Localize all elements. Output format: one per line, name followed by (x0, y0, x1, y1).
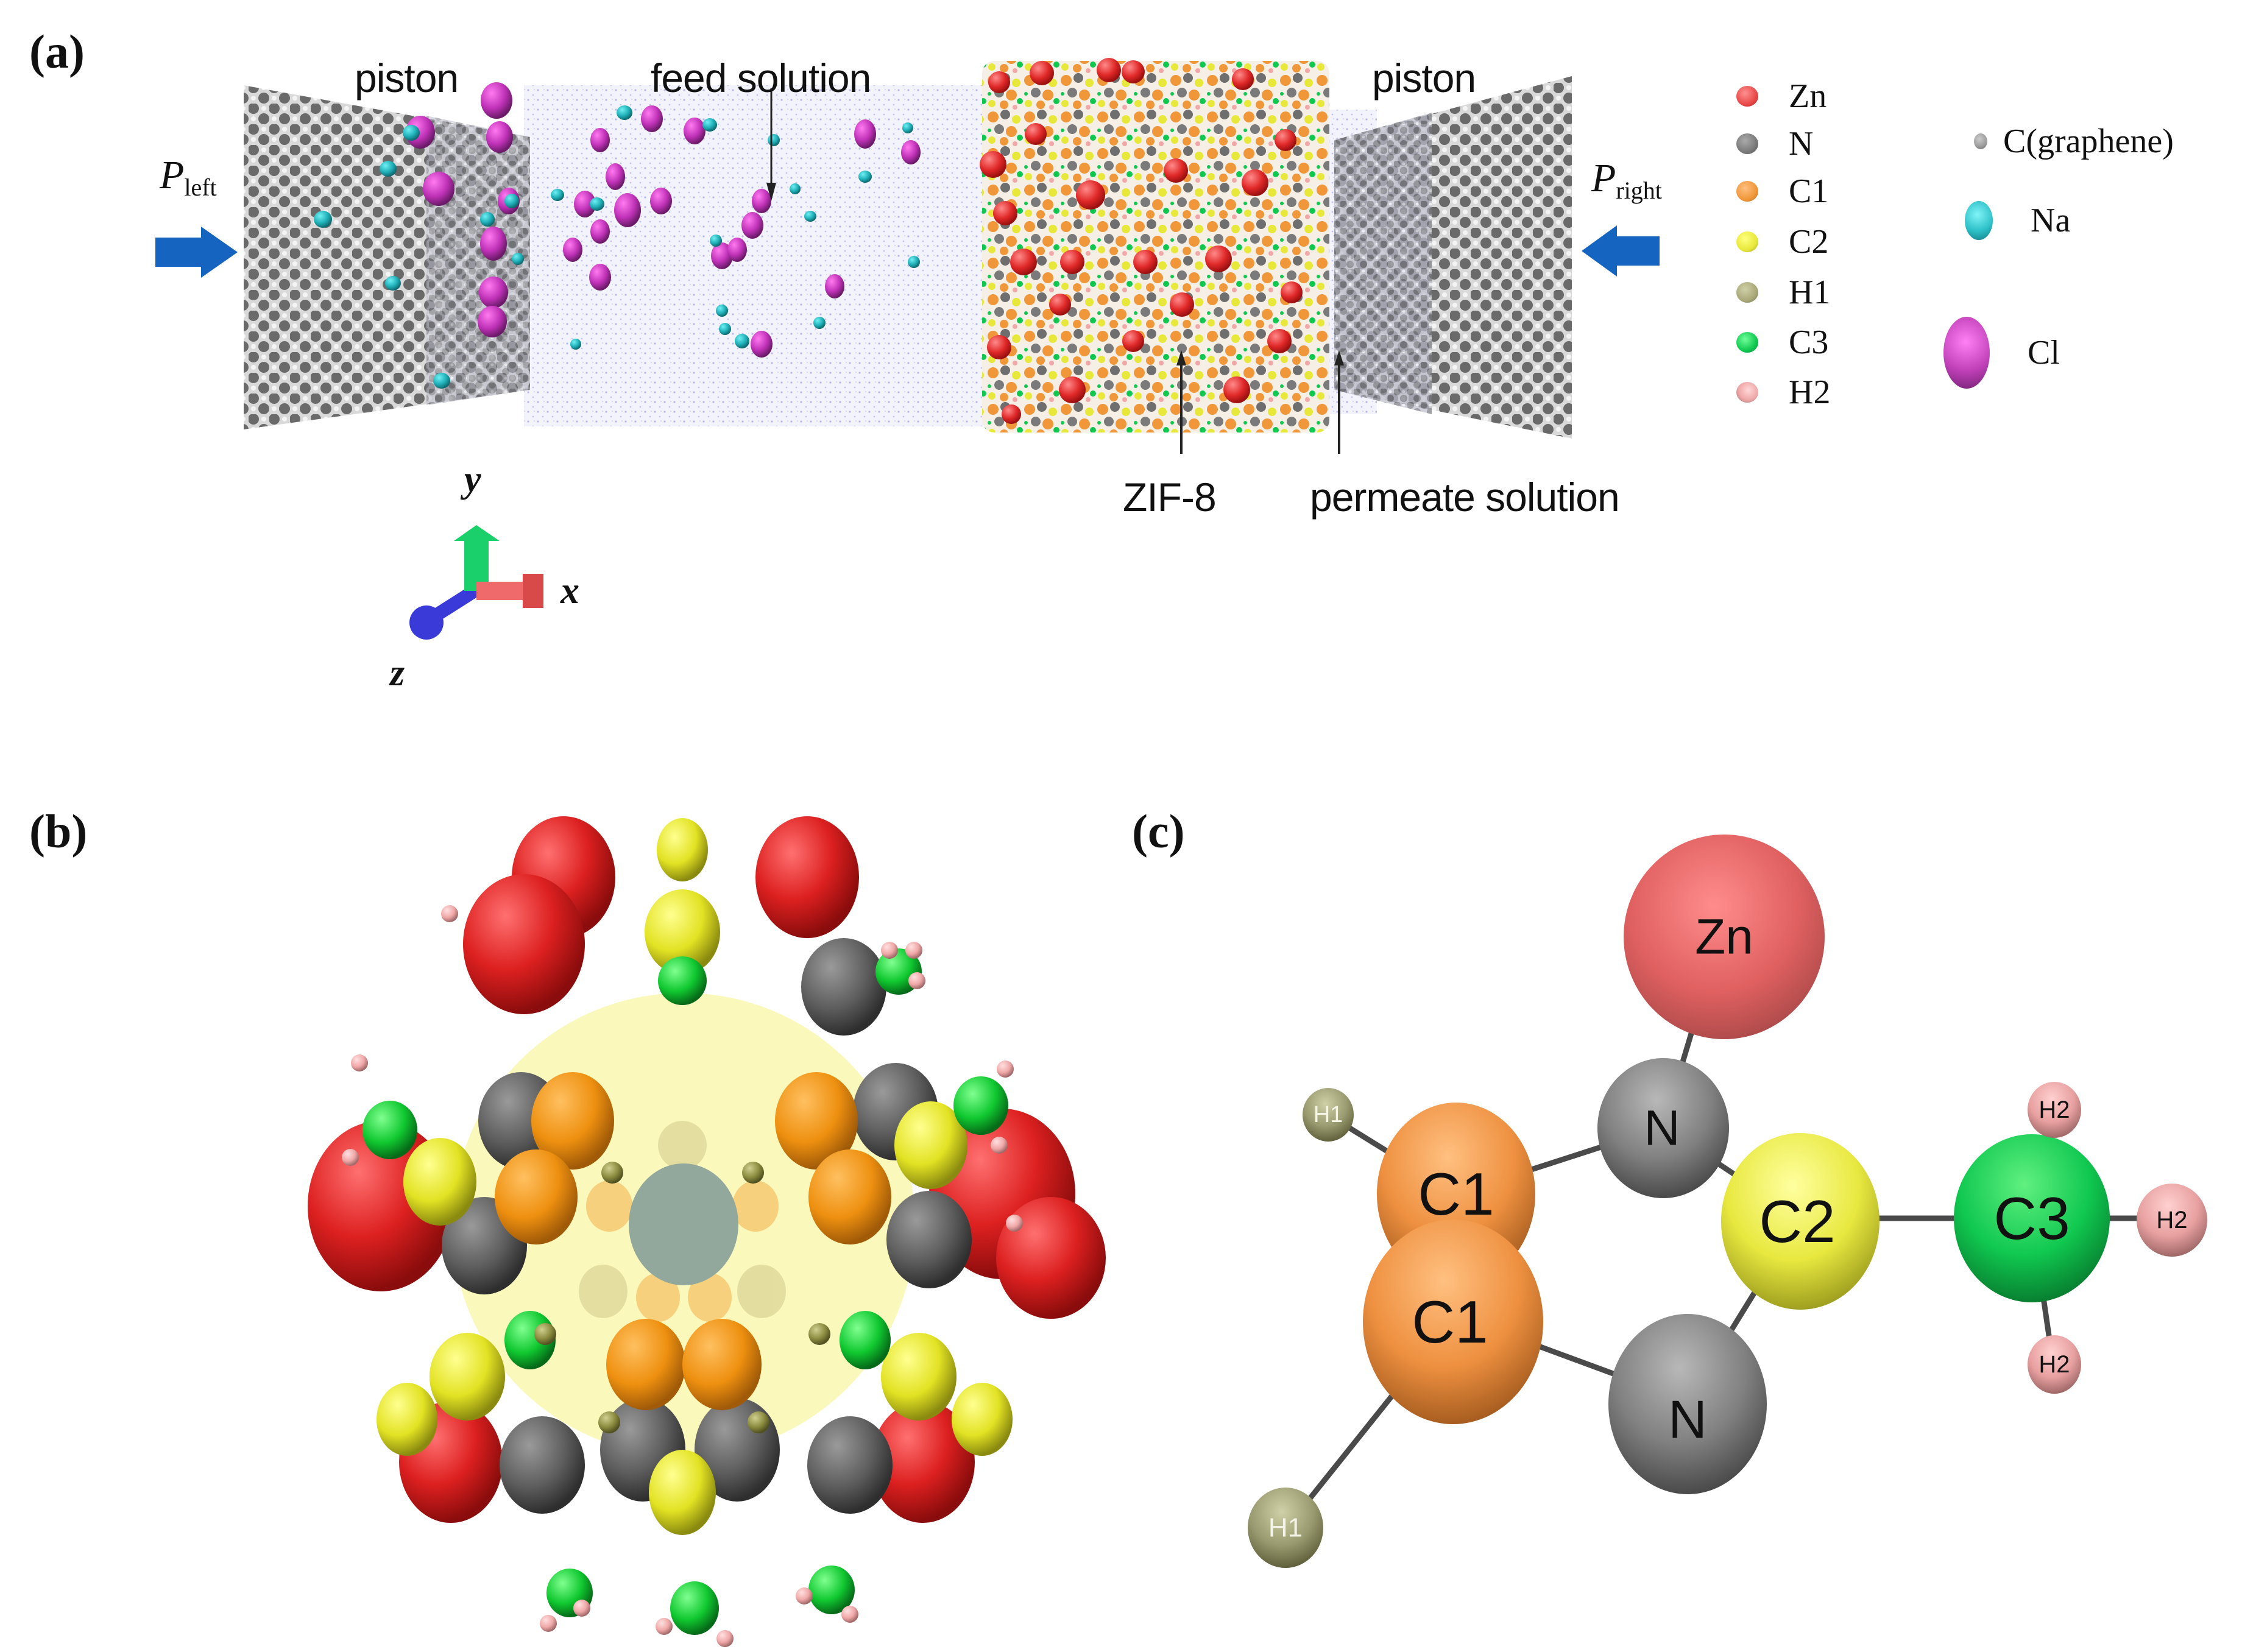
zn-swatch-icon (1736, 86, 1758, 107)
atom-c1-bottom: C1 (1363, 1220, 1543, 1424)
svg-text:C2: C2 (1759, 1188, 1835, 1255)
p-right-label: Pright (1591, 156, 1662, 204)
panel-a-label: (a) (29, 25, 85, 78)
atom-c3: C3 (1954, 1134, 2110, 1302)
axis-z-label: z (390, 652, 405, 694)
axis-gizmo-icon (409, 525, 543, 640)
c3-swatch-icon (1736, 332, 1758, 353)
legend-item-c1: C1 (1736, 172, 1828, 211)
atom-h1-bottom: H1 (1248, 1488, 1323, 1568)
h2-swatch-icon (1736, 382, 1758, 403)
svg-text:H2: H2 (2039, 1096, 2070, 1123)
svg-text:C1: C1 (1412, 1288, 1488, 1355)
legend-item-c3: C3 (1736, 323, 1828, 362)
atom-h2-top: H2 (2028, 1082, 2081, 1138)
c2-swatch-icon (1736, 231, 1758, 252)
graphene-carbon-swatch-icon (1974, 133, 1987, 149)
legend-item-h2: H2 (1736, 373, 1830, 412)
atom-c2: C2 (1721, 1133, 1880, 1310)
svg-text:H2: H2 (2156, 1207, 2187, 1234)
h1-swatch-icon (1736, 282, 1758, 303)
svg-text:C3: C3 (1993, 1185, 2070, 1252)
legend-item-c-graphene: C(graphene) (1974, 122, 2174, 161)
right-pressure-arrow-icon (1582, 225, 1660, 277)
svg-text:N: N (1668, 1389, 1707, 1450)
svg-text:H2: H2 (2039, 1351, 2070, 1378)
svg-text:H1: H1 (1268, 1513, 1303, 1543)
atom-c1-top: C1 (1377, 1103, 1535, 1285)
legend-item-n: N (1736, 124, 1813, 163)
right-piston-label: piston (1372, 55, 1476, 101)
panel-a-graphic (155, 58, 1660, 640)
legend-item-na: Na (1965, 201, 2070, 240)
atom-h2-bottom: H2 (2028, 1335, 2081, 1394)
atom-n-bottom: N (1608, 1314, 1767, 1494)
n-swatch-icon (1736, 133, 1758, 154)
atom-n-top: N (1597, 1058, 1729, 1198)
pore-center (629, 1163, 738, 1285)
atom-zn: Zn (1624, 835, 1825, 1039)
panel-c-label: (c) (1132, 805, 1185, 858)
legend-item-h1: H1 (1736, 273, 1830, 312)
svg-text:N: N (1644, 1101, 1680, 1156)
p-left-label: Pleft (160, 153, 217, 201)
left-pressure-arrow-icon (155, 227, 238, 278)
na-ions (314, 105, 920, 389)
permeate-solution-label: permeate solution (1310, 475, 1620, 520)
panel-b-label: (b) (29, 805, 88, 858)
svg-text:H1: H1 (1314, 1102, 1343, 1128)
pore-aperture-disk (452, 993, 915, 1456)
zif8-membrane (982, 61, 1329, 432)
c1-swatch-icon (1736, 181, 1758, 202)
legend-item-cl: Cl (1943, 317, 2060, 389)
na-swatch-icon (1965, 201, 1993, 240)
svg-text:C1: C1 (1418, 1160, 1494, 1227)
bonds (1282, 1002, 2172, 1532)
legend-item-zn: Zn (1736, 77, 1826, 116)
legend-item-c2: C2 (1736, 222, 1828, 261)
axis-x-label: x (560, 570, 579, 612)
atom-h2-right: H2 (2137, 1184, 2207, 1257)
feed-solution-label: feed solution (651, 55, 871, 101)
left-piston-label: piston (355, 55, 459, 101)
zif8-label: ZIF-8 (1123, 475, 1217, 520)
cl-swatch-icon (1943, 317, 1990, 389)
atom-h1-top: H1 (1303, 1088, 1354, 1142)
svg-text:Zn: Zn (1695, 909, 1753, 965)
axis-y-label: y (464, 459, 481, 500)
zif8-zn-atoms (980, 58, 1303, 424)
cl-ions (406, 82, 921, 358)
